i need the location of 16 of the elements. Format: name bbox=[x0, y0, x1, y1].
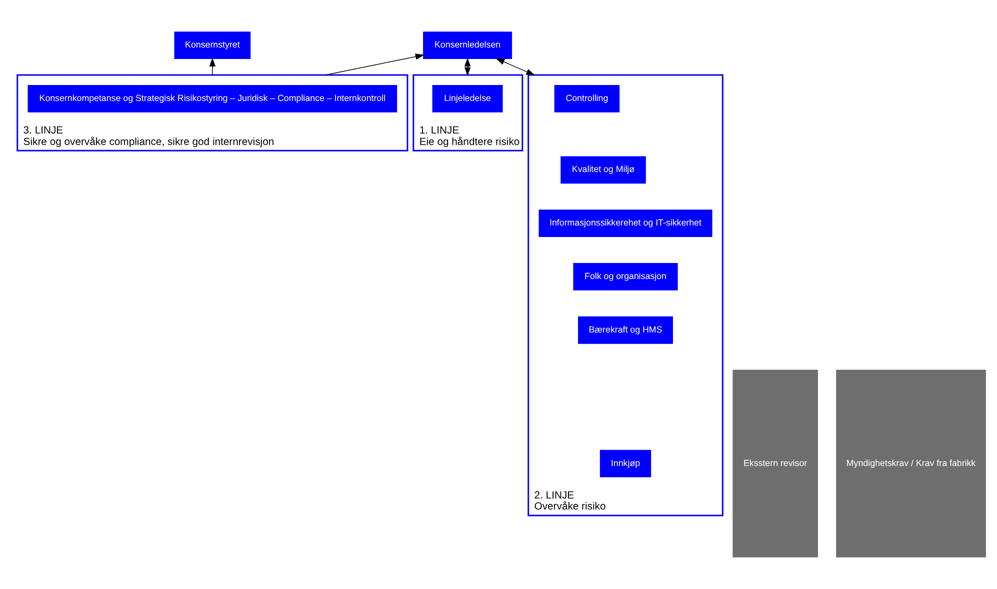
arrow bbox=[496, 58, 536, 76]
node-box: Eksstern revisor bbox=[732, 370, 818, 558]
node-box: Myndighetskrav / Krav fra fabrikk bbox=[836, 370, 986, 558]
node-box: Bærekraft og HMS bbox=[578, 316, 673, 344]
node-box: Folk og organisasjon bbox=[573, 262, 678, 290]
node-box: Innkjøp bbox=[600, 450, 652, 478]
arrow bbox=[325, 54, 424, 76]
node-box: Kvalitet og Miljø bbox=[560, 156, 646, 184]
node-box: Controlling bbox=[554, 85, 620, 112]
node-box: Informasjonssikkerehet og IT-sikkerhet bbox=[538, 210, 712, 238]
node-box: Linjeledelse bbox=[432, 85, 503, 112]
arrow bbox=[209, 58, 216, 76]
node-box: Konsernkompetanse og Strategisk Risikostyring – Juridisk – Compliance – Internkontroll bbox=[28, 85, 398, 112]
node-box: Konsernstyret bbox=[174, 32, 251, 60]
node-box: Konsernledelsen bbox=[423, 32, 512, 60]
arrow bbox=[464, 58, 471, 76]
